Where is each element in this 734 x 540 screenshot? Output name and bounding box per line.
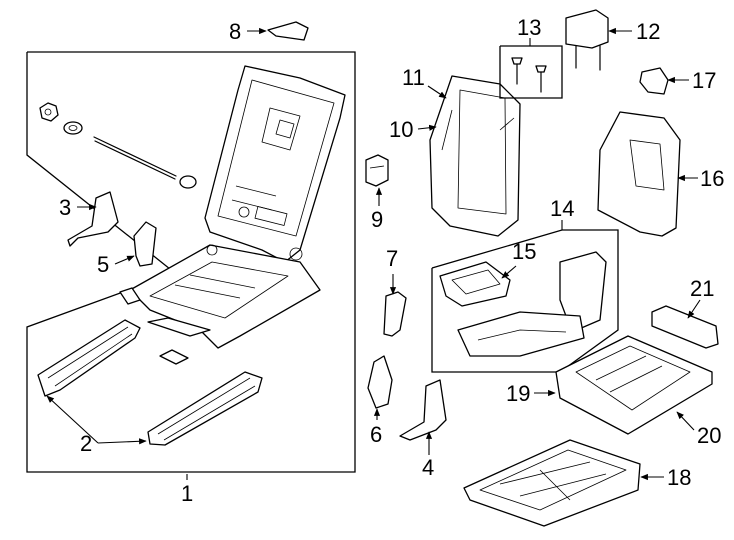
hinge-cover-7 [383,291,407,337]
callout-14: 14 [550,196,574,221]
callout-13: 13 [517,15,541,40]
callout-1: 1 [181,481,193,506]
seat-frame-assembly-box [26,51,356,473]
back-panel-16 [597,111,681,237]
callout-10: 10 [389,117,413,142]
callout-12: 12 [636,19,660,44]
callout-21: 21 [690,276,714,301]
seat-cushion [555,335,713,435]
callout-5: 5 [97,252,109,277]
callout-11: 11 [402,65,425,90]
side-trim-4 [399,379,447,441]
armrest-assembly-14 [431,229,619,373]
seat-pan-18 [463,439,641,527]
callout-7: 7 [386,246,398,271]
bolt-set-13 [499,45,563,99]
callout-9: 9 [371,207,383,232]
seat-tracks [37,319,263,446]
clip-17 [639,67,669,95]
callout-3: 3 [59,195,71,220]
bolster-21 [651,305,719,349]
trim-panels [67,191,157,267]
bracket-8 [267,21,309,41]
callout-17: 17 [692,68,716,93]
callout-4: 4 [422,455,434,480]
leader-lines [46,27,701,481]
headrest-12 [565,9,609,71]
seat-frame [119,65,346,349]
callout-18: 18 [667,465,691,490]
callout-8: 8 [229,19,241,44]
callout-2: 2 [80,431,92,456]
callout-20: 20 [697,423,721,448]
hinge-pin-parts [39,102,197,189]
callout-6: 6 [370,422,382,447]
callout-16: 16 [700,166,724,191]
callout-15: 15 [512,239,536,264]
callout-labels: 1 2 3 4 5 6 7 8 9 10 11 12 13 14 15 16 1… [59,15,724,506]
latch-9 [365,154,389,187]
hinge-cover-6 [367,355,393,409]
callout-19: 19 [506,381,530,406]
seat-back-cushion [429,75,521,237]
